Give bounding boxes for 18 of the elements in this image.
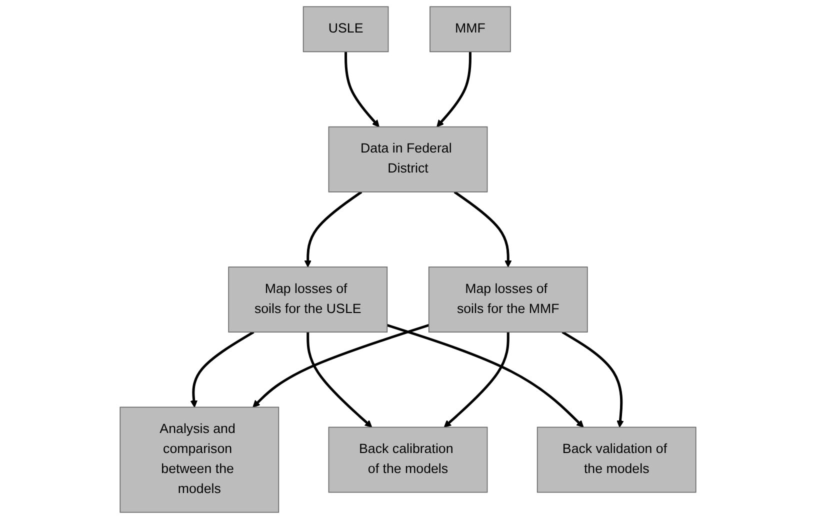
node-box: Map losses of soils for the USLE [228,266,388,333]
arrow [562,331,624,428]
node-box: Back validation of the models [536,426,696,493]
node-box: Back calibration of the models [328,426,488,493]
node-box: MMF [430,6,511,52]
node-box: Map losses of soils for the MMF [428,266,588,333]
arrow [444,332,510,428]
arrow [454,190,512,268]
arrow [386,324,584,428]
arrow [436,52,472,128]
arrow [344,52,380,128]
node-box: Analysis and comparison between the models [120,406,280,513]
node-box: Data in Federal District [328,126,488,192]
arrow [252,324,430,408]
arrow [190,331,254,408]
arrow [306,332,372,428]
node-box: USLE [302,6,389,52]
arrow [304,190,362,268]
